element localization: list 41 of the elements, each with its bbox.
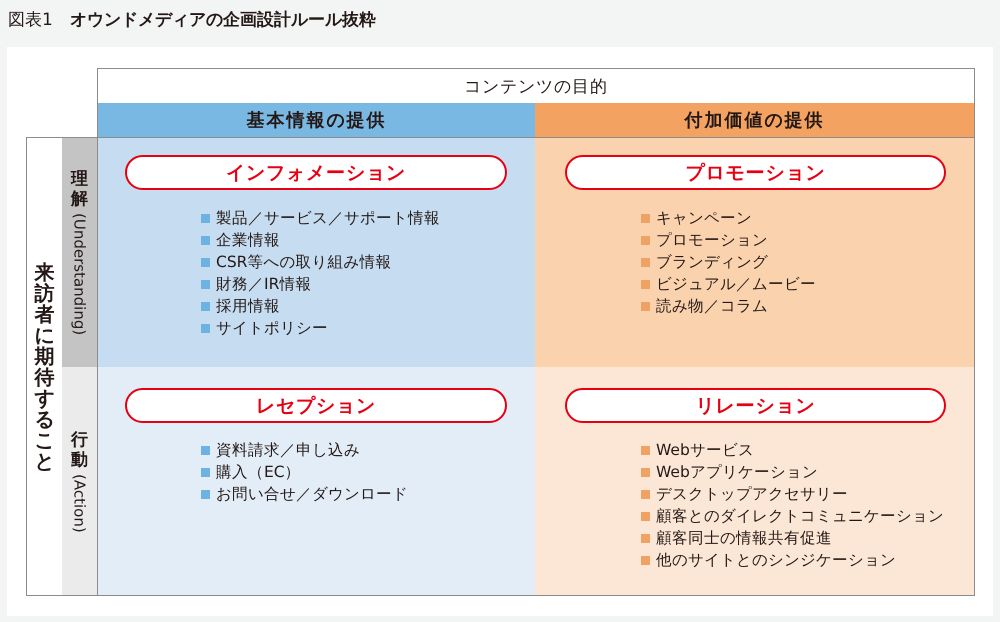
header-label: コンテンツの目的 (464, 76, 608, 98)
list-item-text: Webサービス (656, 440, 754, 460)
title-pill: インフォメーション (125, 155, 507, 190)
figure-title: 図表1 オウンドメディアの企画設計ルール抜粋 (8, 9, 376, 32)
row-sublabel: (Understanding) (70, 213, 88, 336)
quadrant-cell (535, 367, 975, 596)
quadrant-cell (98, 367, 535, 596)
row-label: 理解 (70, 169, 89, 210)
list-item-text: 製品／サービス／サポート情報 (216, 208, 440, 228)
list-item-text: 財務／IR情報 (216, 274, 312, 294)
row-header-band (62, 138, 97, 367)
row-sublabel: (Action) (70, 474, 88, 532)
list-item-text: ブランディング (656, 252, 768, 272)
list-item-text: 他のサイトとのシンジケーション (656, 550, 896, 570)
list-item-text: ビジュアル／ムービー (656, 274, 816, 294)
list-item-text: 顧客とのダイレクトコミュニケーション (656, 506, 944, 526)
column-header-band: 付加価値の提供 (535, 103, 974, 137)
title-pill: リレーション (565, 388, 946, 423)
list-item-text: Webアプリケーション (656, 462, 818, 482)
header-panel (97, 68, 975, 138)
list-item-text: 企業情報 (216, 230, 280, 250)
row-header-label: 来訪者に期待すること (34, 262, 56, 472)
list-item-text: CSR等への取り組み情報 (216, 252, 392, 272)
row-label: 行動 (70, 430, 89, 470)
list-item-text: お問い合せ／ダウンロード (216, 484, 408, 504)
list-item-text: サイトポリシー (216, 318, 328, 338)
list-item-text: 顧客同士の情報共有促進 (656, 528, 832, 548)
quadrant-cell (98, 138, 535, 367)
list-item-text: 資料請求／申し込み (216, 440, 360, 460)
list-item-text: プロモーション (656, 230, 768, 250)
row-header-band (62, 367, 97, 595)
list-item-text: 採用情報 (216, 296, 280, 316)
row-header-panel (26, 137, 98, 596)
title-pill: レセプション (125, 388, 507, 423)
quadrant-cell (535, 138, 975, 367)
list-item-text: 読み物／コラム (656, 296, 768, 316)
list-item-text: デスクトップアクセサリー (656, 484, 848, 504)
list-item-text: 購入（EC） (216, 462, 301, 482)
title-pill: プロモーション (565, 155, 946, 190)
list-item-text: キャンペーン (656, 208, 752, 228)
column-header-band: 基本情報の提供 (98, 103, 535, 137)
